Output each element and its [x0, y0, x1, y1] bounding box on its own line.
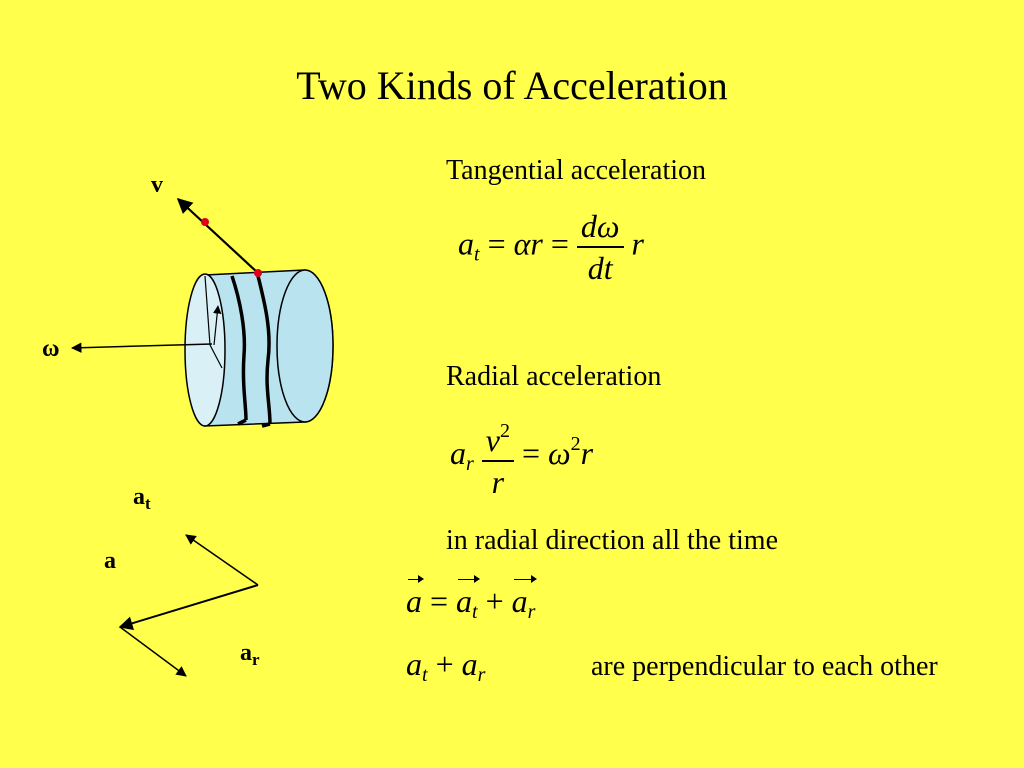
point-marker-surface	[254, 269, 262, 277]
cylinder-shape	[184, 269, 334, 428]
radial-acc-label: ar	[240, 640, 260, 669]
acceleration-vector-diagram	[118, 534, 259, 677]
total-acc-label: a	[104, 548, 116, 574]
perpendicular-formula: at + ar	[406, 646, 486, 686]
vector-sum-formula: a = at + ar	[406, 575, 538, 623]
tangential-heading: Tangential acceleration	[446, 155, 706, 186]
tangential-acc-label: at	[133, 484, 151, 513]
velocity-label: v	[151, 172, 163, 198]
direction-note: in radial direction all the time	[446, 525, 778, 556]
perpendicular-text: are perpendicular to each other	[591, 651, 938, 682]
point-marker-upper	[201, 218, 209, 226]
slide-title: Two Kinds of Acceleration	[296, 63, 728, 108]
omega-arrow	[70, 342, 213, 353]
velocity-arrow	[176, 197, 259, 274]
radial-heading: Radial acceleration	[446, 361, 662, 392]
omega-label: ω	[42, 336, 60, 362]
